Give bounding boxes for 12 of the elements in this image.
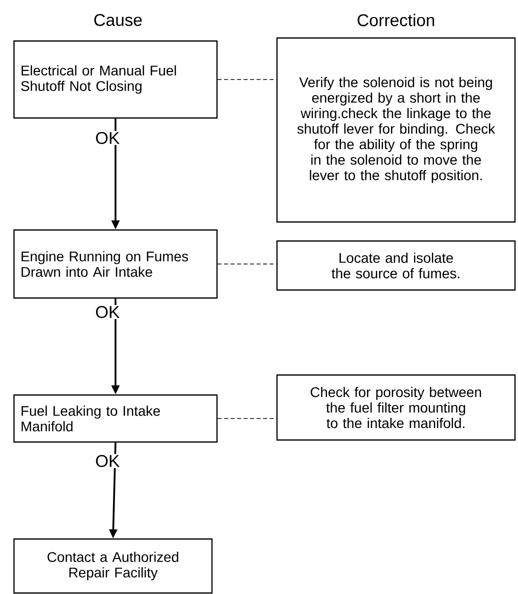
cause-box: Contact a Authorized Repair Facility bbox=[13, 538, 213, 594]
edge-label: OK bbox=[94, 454, 121, 468]
correction-box: Verify the solenoid is not being energized by a short in the wiring.check the linkage to the shutoff lever for binding. Check for the ability of the spring in the solenoid to move the lever to the shutoff position. bbox=[276, 37, 516, 223]
cause-box: Electrical or Manual Fuel Shutoff Not Closing bbox=[13, 40, 218, 119]
edge-label: OK bbox=[94, 304, 121, 320]
cause-box: Engine Running on Fumes Drawn into Air Intake bbox=[13, 229, 218, 299]
dashed-connector bbox=[217, 79, 277, 80]
correction-box: Locate and isolate the source of fumes. bbox=[276, 240, 516, 291]
correction-box: Check for porosity between the fuel filter mounting to the intake manifold. bbox=[276, 374, 516, 441]
dashed-connector bbox=[217, 418, 277, 419]
cause-box: Fuel Leaking to Intake Manifold bbox=[13, 394, 218, 443]
edge-label: OK bbox=[94, 130, 121, 146]
